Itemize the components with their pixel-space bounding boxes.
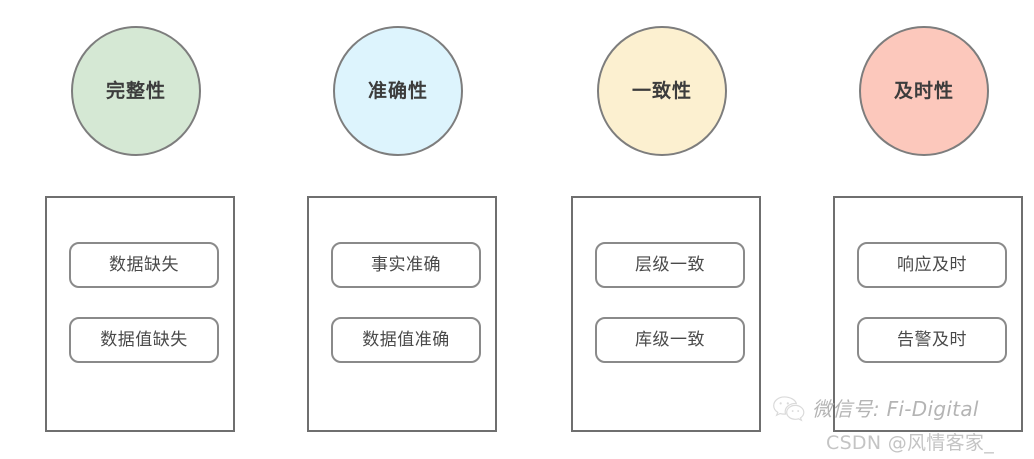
list-item-label: 层级一致: [635, 254, 705, 275]
list-item-label: 数据值准确: [362, 329, 450, 350]
list-item[interactable]: 层级一致: [595, 242, 745, 288]
list-item[interactable]: 告警及时: [857, 317, 1007, 363]
circle-label: 及时性: [893, 79, 954, 102]
list-item[interactable]: 数据值准确: [331, 317, 481, 363]
accuracy-container: 事实准确 数据值准确: [307, 196, 497, 432]
consistency-container: 层级一致 库级一致: [571, 196, 761, 432]
category-column-timeliness: 及时性 响应及时 告警及时: [828, 0, 1028, 459]
list-item-label: 事实准确: [371, 254, 441, 275]
circle-label: 一致性: [631, 79, 692, 102]
category-column-consistency: 一致性 层级一致 库级一致: [566, 0, 766, 459]
list-item[interactable]: 库级一致: [595, 317, 745, 363]
category-column-accuracy: 准确性 事实准确 数据值准确: [302, 0, 502, 459]
category-column-completeness: 完整性 数据缺失 数据值缺失: [40, 0, 240, 459]
consistency-circle[interactable]: 一致性: [597, 26, 727, 156]
list-item[interactable]: 数据缺失: [69, 242, 219, 288]
wechat-icon: [772, 394, 806, 422]
timeliness-circle[interactable]: 及时性: [859, 26, 989, 156]
list-item[interactable]: 数据值缺失: [69, 317, 219, 363]
list-item-label: 数据值缺失: [100, 329, 188, 350]
circle-label: 完整性: [105, 79, 166, 102]
list-item[interactable]: 响应及时: [857, 242, 1007, 288]
completeness-circle[interactable]: 完整性: [71, 26, 201, 156]
completeness-container: 数据缺失 数据值缺失: [45, 196, 235, 432]
list-item[interactable]: 事实准确: [331, 242, 481, 288]
timeliness-container: 响应及时 告警及时: [833, 196, 1023, 432]
list-item-label: 告警及时: [897, 329, 967, 350]
list-item-label: 响应及时: [897, 254, 967, 275]
accuracy-circle[interactable]: 准确性: [333, 26, 463, 156]
circle-label: 准确性: [367, 79, 428, 102]
list-item-label: 数据缺失: [109, 254, 179, 275]
list-item-label: 库级一致: [635, 329, 705, 350]
